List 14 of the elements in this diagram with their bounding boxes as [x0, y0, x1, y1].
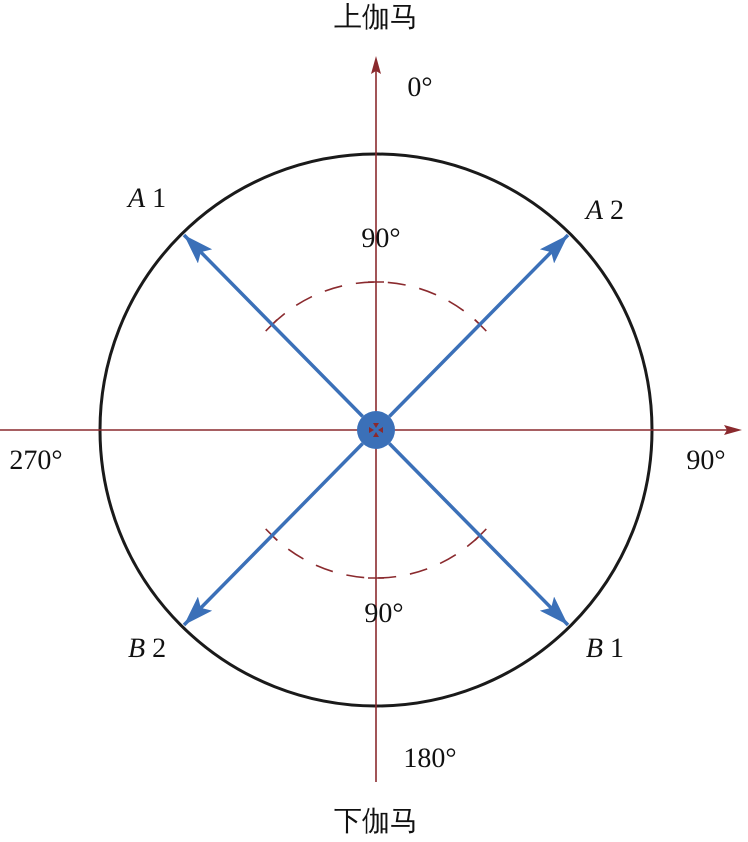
axis-title: 下伽马 [334, 808, 418, 836]
point-label: A 1 [128, 183, 166, 215]
angle-label: 180° [403, 745, 457, 773]
axis-title: 上伽马 [334, 4, 418, 32]
angle-label: 90° [686, 447, 726, 475]
point-label: B 1 [586, 633, 624, 665]
point-label: A 2 [586, 195, 624, 227]
angle-label: 0° [407, 74, 433, 102]
arrow [388, 234, 570, 418]
arrow [182, 234, 364, 418]
arrow [388, 442, 570, 626]
arrow [182, 442, 364, 626]
point-label: B 2 [128, 633, 166, 665]
angle-label: 270° [9, 447, 63, 475]
